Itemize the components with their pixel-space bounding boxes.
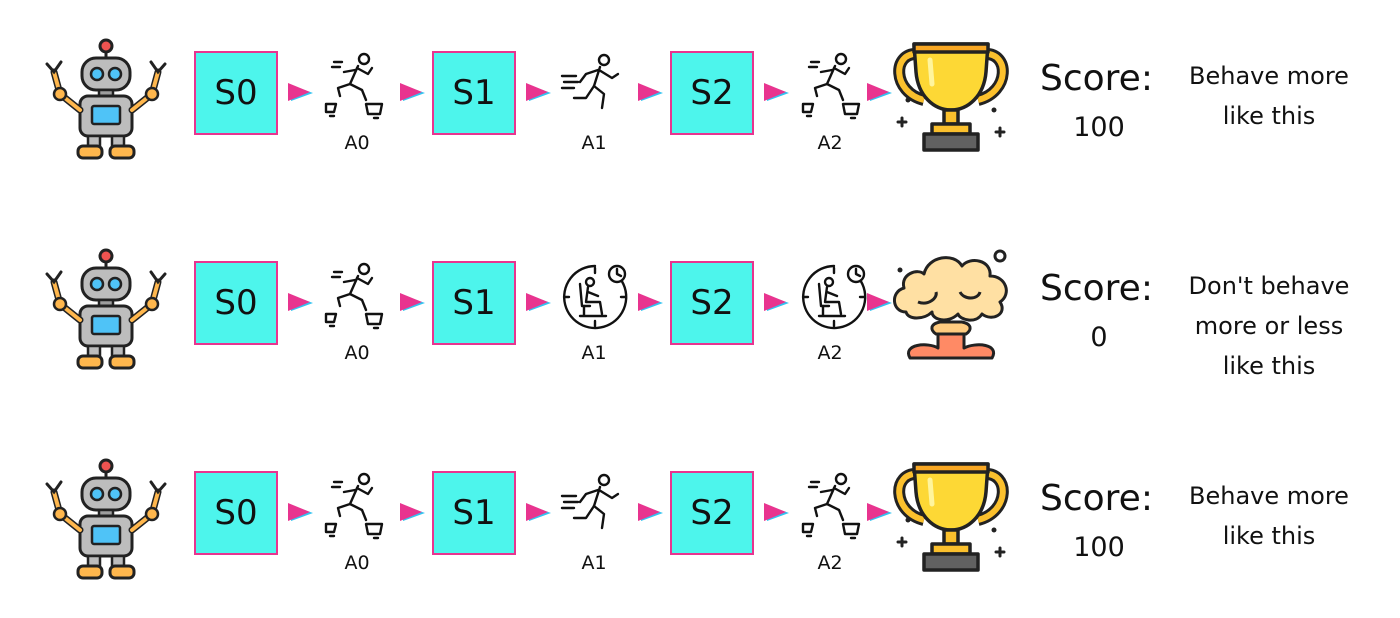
action-label: A0 xyxy=(344,132,370,154)
robot-icon xyxy=(44,248,168,372)
state-box: S2 xyxy=(670,51,754,135)
feedback-text: Behave more like this xyxy=(1174,56,1364,136)
arrow-right-icon xyxy=(399,501,427,525)
state-box: S2 xyxy=(670,261,754,345)
arrow-right-icon xyxy=(525,291,553,315)
action-label: A2 xyxy=(817,132,843,154)
score-label: Score: xyxy=(1040,268,1153,309)
run-icon xyxy=(560,52,630,122)
jump-icon xyxy=(322,472,392,542)
score-label: Score: xyxy=(1040,478,1153,519)
feedback-line: like this xyxy=(1222,352,1316,380)
run-icon xyxy=(560,472,630,542)
arrow-right-icon xyxy=(525,81,553,105)
explosion-icon xyxy=(888,248,1014,366)
arrow-right-icon xyxy=(637,291,665,315)
arrow-right-icon xyxy=(637,81,665,105)
action-label: A1 xyxy=(581,132,607,154)
arrow-right-icon xyxy=(525,501,553,525)
arrow-right-icon xyxy=(763,81,791,105)
feedback-line: like this xyxy=(1222,102,1316,130)
arrow-right-icon xyxy=(399,81,427,105)
jump-icon xyxy=(799,472,869,542)
jump-icon xyxy=(322,262,392,332)
trophy-icon xyxy=(888,38,1014,156)
arrow-right-icon xyxy=(637,501,665,525)
score-value: 100 xyxy=(1073,532,1125,563)
score-value: 0 xyxy=(1090,322,1108,353)
state-box: S0 xyxy=(194,471,278,555)
state-box: S1 xyxy=(432,471,516,555)
trophy-icon xyxy=(888,458,1014,576)
state-box: S2 xyxy=(670,471,754,555)
arrow-right-icon xyxy=(763,291,791,315)
feedback-line: Behave more xyxy=(1189,62,1349,90)
arrow-right-icon xyxy=(763,501,791,525)
sitting-clock-icon xyxy=(799,262,869,332)
action-label: A1 xyxy=(581,552,607,574)
score-value: 100 xyxy=(1073,112,1125,143)
robot-icon xyxy=(44,458,168,582)
action-label: A0 xyxy=(344,552,370,574)
state-box: S1 xyxy=(432,51,516,135)
state-box: S1 xyxy=(432,261,516,345)
jump-icon xyxy=(322,52,392,122)
state-box: S0 xyxy=(194,261,278,345)
arrow-right-icon xyxy=(287,81,315,105)
sitting-clock-icon xyxy=(560,262,630,332)
feedback-text: Behave more like this xyxy=(1174,476,1364,556)
feedback-line: more or less xyxy=(1194,312,1344,340)
feedback-text: Don't behave more or less like this xyxy=(1174,266,1364,386)
feedback-line: like this xyxy=(1222,522,1316,550)
action-label: A2 xyxy=(817,552,843,574)
arrow-right-icon xyxy=(287,501,315,525)
action-label: A2 xyxy=(817,342,843,364)
jump-icon xyxy=(799,52,869,122)
feedback-line: Behave more xyxy=(1189,482,1349,510)
score-label: Score: xyxy=(1040,58,1153,99)
robot-icon xyxy=(44,38,168,162)
feedback-line: Don't behave xyxy=(1188,272,1350,300)
arrow-right-icon xyxy=(399,291,427,315)
arrow-right-icon xyxy=(287,291,315,315)
action-label: A0 xyxy=(344,342,370,364)
state-box: S0 xyxy=(194,51,278,135)
action-label: A1 xyxy=(581,342,607,364)
